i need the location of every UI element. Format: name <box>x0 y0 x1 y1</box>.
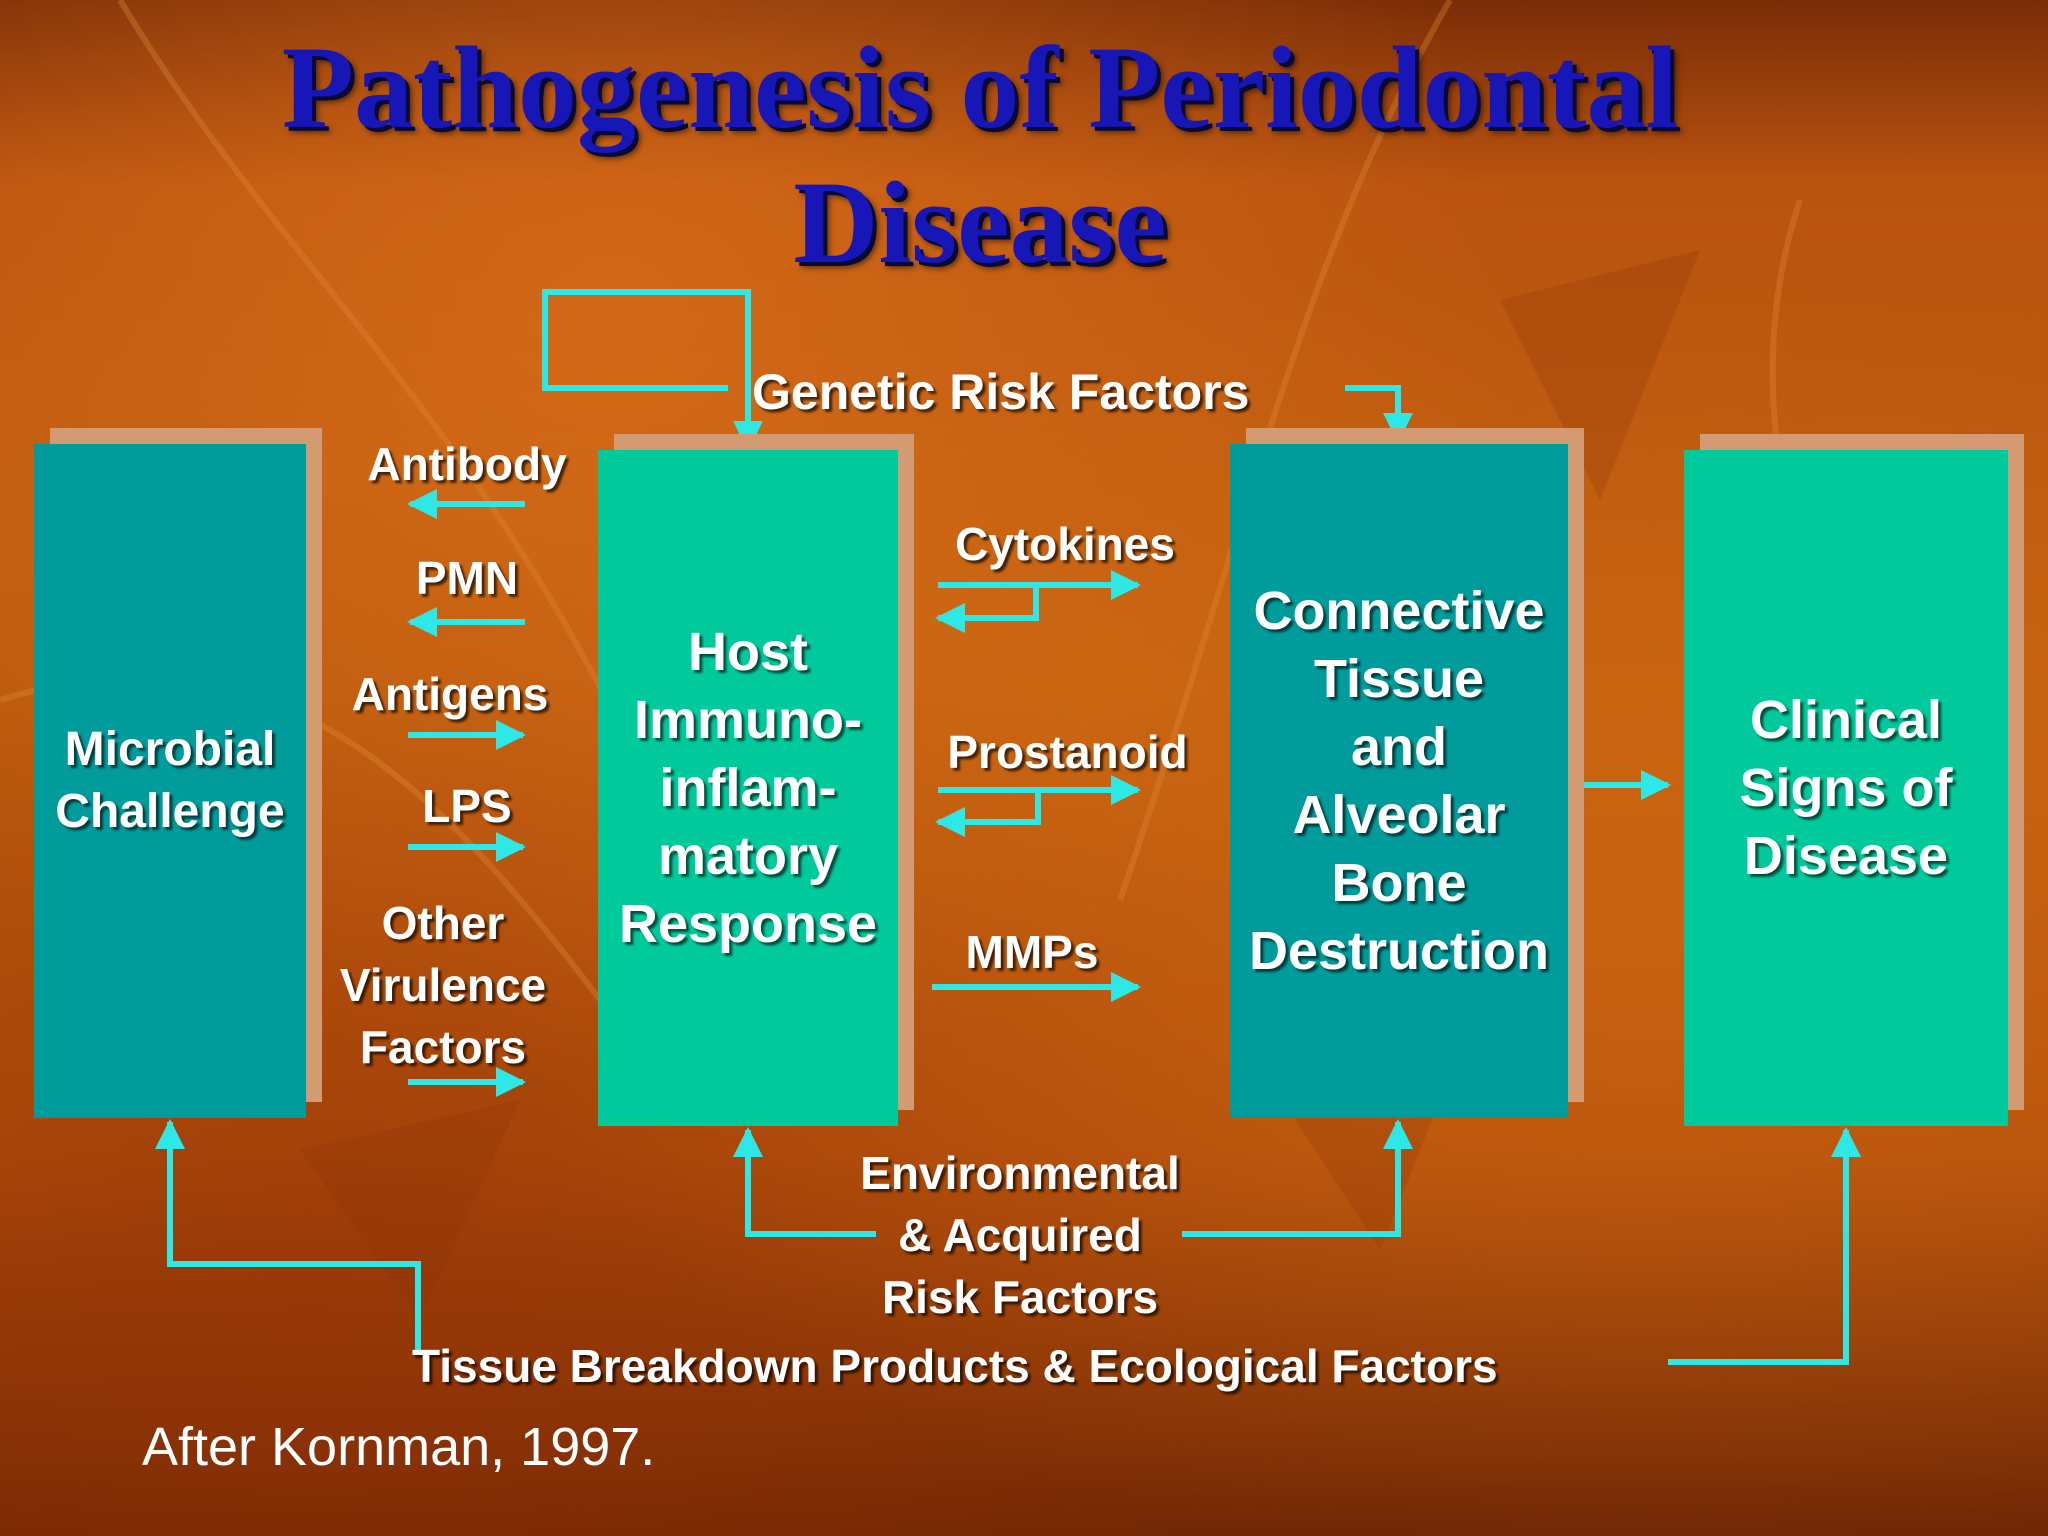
antibody-label: Antibody <box>367 438 567 490</box>
microbial-challenge-label: Microbial Challenge <box>55 723 285 838</box>
genetic-to-connective-arrow <box>1345 385 1413 443</box>
environmental-to-host-arrow <box>733 1127 876 1237</box>
tissue-to-microbial-arrow <box>155 1119 421 1352</box>
tissue-breakdown-label: Tissue Breakdown Products & Ecological F… <box>412 1340 1498 1392</box>
clinical-signs-box: Clinical Signs of Disease <box>1684 450 2008 1126</box>
other-virulence-factors-label: Other Virulence Factors <box>339 897 547 1073</box>
prostanoid-label: Prostanoid <box>947 726 1188 778</box>
tissue-to-clinical-arrow <box>1668 1127 1861 1365</box>
host-response-box: Host Immuno- inflam- matory Response <box>598 450 898 1126</box>
host-response-label: Host Immuno- inflam- matory Response <box>618 622 878 954</box>
pmn-label: PMN <box>415 552 519 604</box>
cytokines-label: Cytokines <box>955 518 1175 570</box>
mmps-label: MMPs <box>965 926 1099 978</box>
page-title-line-2: Disease <box>793 157 1167 288</box>
microbial-challenge-box: Microbial Challenge <box>34 444 306 1118</box>
connective-tissue-box: Connective Tissue and Alveolar Bone Dest… <box>1230 444 1568 1118</box>
prostanoid-arrow-back <box>935 790 1041 837</box>
genetic-risk-factors-label: Genetic Risk Factors <box>752 364 1250 420</box>
cytokines-arrow-back <box>935 585 1039 633</box>
page-title-line-1: Pathogenesis of Periodontal <box>281 22 1679 153</box>
lps-label: LPS <box>422 780 512 832</box>
environmental-risk-factors-label: Environmental & Acquired Risk Factors <box>860 1147 1180 1323</box>
antigens-label: Antigens <box>351 668 549 720</box>
connective-tissue-label: Connective Tissue and Alveolar Bone Dest… <box>1248 581 1550 981</box>
environmental-to-connective-arrow <box>1182 1119 1413 1237</box>
citation: After Kornman, 1997. <box>142 1417 656 1477</box>
genetic-to-host-arrow <box>542 289 763 451</box>
clinical-signs-label: Clinical Signs of Disease <box>1739 690 1953 886</box>
